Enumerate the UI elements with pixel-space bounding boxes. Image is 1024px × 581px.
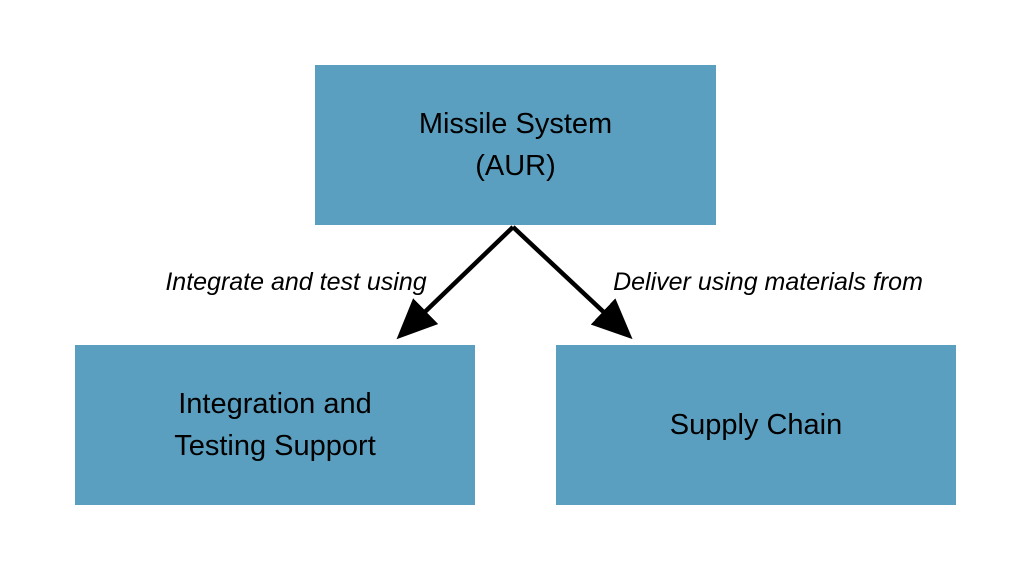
node-integration-testing-label-line2: Testing Support [174, 430, 376, 462]
node-integration-testing-label-line1: Integration and [178, 387, 372, 420]
arrow-to-supply-chain [511, 225, 633, 340]
node-missile-system[interactable]: Missile System (AUR) [315, 65, 716, 225]
node-missile-system-label-line1: Missile System [418, 107, 613, 140]
edge-label-integrate-and-test: Integrate and test using [165, 268, 427, 296]
node-missile-system-label-line2: (AUR) [475, 150, 556, 182]
node-integration-testing[interactable]: Integration and Testing Support [75, 345, 475, 505]
edge-label-deliver-using-materials: Deliver using materials from [613, 268, 923, 296]
node-supply-chain-label: Supply Chain [669, 408, 843, 441]
node-supply-chain[interactable]: Supply Chain [556, 345, 956, 505]
